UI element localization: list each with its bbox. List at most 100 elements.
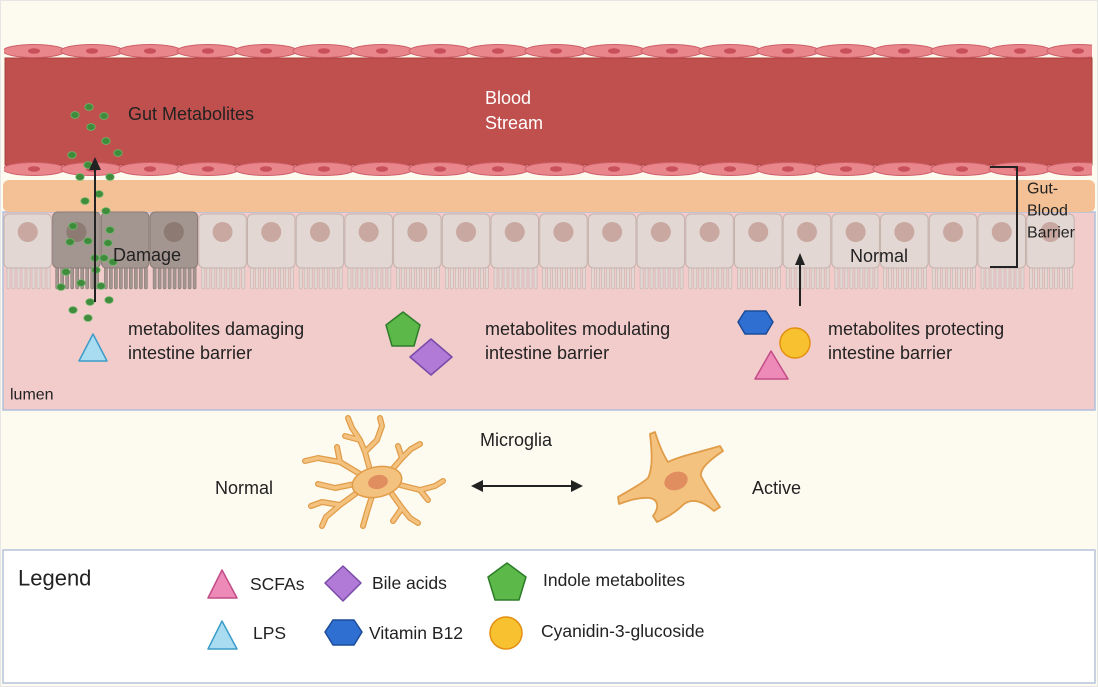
lumen-label: lumen xyxy=(10,387,54,404)
epithelial-cell xyxy=(734,213,783,290)
epithelial-nucleus xyxy=(17,222,38,242)
legend-lps-triangle-icon xyxy=(207,620,238,650)
epithelial-nucleus xyxy=(553,222,574,242)
epithelial-nucleus xyxy=(163,222,184,242)
epithelial-nucleus xyxy=(699,222,720,242)
modulating-group-label-line1: metabolites modulating xyxy=(485,319,670,339)
endothelial-nucleus xyxy=(144,166,156,172)
double-headed-arrow xyxy=(471,480,583,492)
vitamin-b12-hexagon-icon xyxy=(737,310,774,335)
endothelial-nucleus xyxy=(956,48,968,54)
epithelial-nucleus xyxy=(309,222,330,242)
epithelial-cell-layer xyxy=(3,211,1075,290)
endothelial-nucleus xyxy=(840,166,852,172)
legend-box xyxy=(2,549,1096,684)
legend-indole-pentagon-icon xyxy=(487,562,527,601)
gut-metabolite-dot xyxy=(96,282,106,290)
epithelial-cell xyxy=(782,213,832,290)
endothelial-nucleus xyxy=(202,48,214,54)
damaged-epithelial-cell xyxy=(149,211,199,290)
legend-cyanidin-circle-icon xyxy=(489,616,523,650)
endothelial-nucleus xyxy=(1072,166,1084,172)
gut-blood-barrier-bracket xyxy=(990,166,1018,268)
epithelial-cell xyxy=(977,213,1026,290)
endothelial-nucleus xyxy=(28,48,40,54)
gut-metabolite-dot xyxy=(108,258,118,266)
damaging-group-label-line1: metabolites damaging xyxy=(128,319,304,339)
protecting-group-label-line1: metabolites protecting xyxy=(828,319,1004,339)
epithelial-cell-body xyxy=(100,211,150,269)
gut-metabolite-dot xyxy=(75,173,85,181)
gut-metabolite-dot xyxy=(94,190,104,198)
epithelial-nucleus xyxy=(212,222,233,242)
gut-metabolite-dot xyxy=(76,279,86,287)
gut-metabolite-dot xyxy=(83,314,93,322)
gut-metabolite-dot xyxy=(103,239,113,247)
ramified-microglia-nucleus xyxy=(368,474,388,490)
epithelial-nucleus xyxy=(943,222,964,242)
endothelial-nucleus xyxy=(550,48,562,54)
normal-barrier-arrow xyxy=(795,253,805,306)
epithelial-nucleus xyxy=(991,222,1012,242)
epithelial-nucleus xyxy=(748,222,769,242)
epithelial-cell xyxy=(3,213,52,290)
endothelial-nucleus xyxy=(956,166,968,172)
endothelial-nucleus xyxy=(434,166,446,172)
endothelial-nucleus xyxy=(898,166,910,172)
legend-label-lps: LPS xyxy=(253,623,286,643)
epithelium-normal-label: Normal xyxy=(850,246,908,266)
endothelial-nucleus xyxy=(608,166,620,172)
endothelial-nucleus xyxy=(492,48,504,54)
gut-metabolite-dot xyxy=(99,254,109,262)
epithelial-cell xyxy=(831,213,880,290)
modulating-group-label-line2: intestine barrier xyxy=(485,343,609,363)
endothelial-nucleus xyxy=(1072,48,1084,54)
gut-metabolite-dot xyxy=(83,237,93,245)
endothelial-nucleus xyxy=(608,48,620,54)
endothelial-cell xyxy=(1046,162,1092,176)
endothelial-nucleus xyxy=(202,166,214,172)
gut-blood-barrier-label-line3: Barrier xyxy=(1027,225,1076,242)
endothelial-nucleus xyxy=(666,166,678,172)
gut-metabolite-dot xyxy=(67,151,77,159)
epithelial-cell xyxy=(685,213,734,290)
endothelial-nucleus xyxy=(260,166,272,172)
blood-stream-label-line1: Blood xyxy=(485,88,531,108)
gut-metabolite-dot xyxy=(99,112,109,120)
epithelial-cell xyxy=(636,213,686,290)
endothelium-top-row xyxy=(4,44,1092,58)
barrier-band xyxy=(3,180,1095,212)
legend-label-indole: Indole metabolites xyxy=(543,570,685,590)
legend: Legend SCFAs Bile acids Indole metabolit… xyxy=(2,549,1096,684)
gut-metabolite-dot xyxy=(101,207,111,215)
endothelial-nucleus xyxy=(782,48,794,54)
epithelial-nucleus xyxy=(456,222,477,242)
endothelium-bottom-row xyxy=(4,162,1092,176)
blood-stream-label-line2: Stream xyxy=(485,113,543,133)
legend-scfa-triangle-icon xyxy=(207,569,238,599)
scfa-triangle-icon xyxy=(754,350,789,380)
protecting-group-label-line2: intestine barrier xyxy=(828,343,952,363)
gut-metabolite-dot xyxy=(61,268,71,276)
amoeboid-microglia-nucleus xyxy=(664,471,688,491)
gut-metabolite-dot xyxy=(70,111,80,119)
legend-title: Legend xyxy=(18,566,91,591)
indole-pentagon-icon xyxy=(385,311,421,347)
epithelial-cell xyxy=(587,213,637,290)
gut-metabolite-dot xyxy=(80,197,90,205)
damage-label: Damage xyxy=(113,245,181,265)
epithelial-cell xyxy=(344,213,393,290)
legend-bile-acid-diamond-icon xyxy=(324,565,362,602)
blood-vessel xyxy=(4,57,1093,166)
legend-label-vitamin-b12: Vitamin B12 xyxy=(369,623,463,643)
endothelial-nucleus xyxy=(318,48,330,54)
epithelial-cell xyxy=(880,213,929,290)
gut-metabolite-dot xyxy=(85,298,95,306)
endothelial-nucleus xyxy=(318,166,330,172)
legend-label-scfas: SCFAs xyxy=(250,574,305,594)
endothelial-nucleus xyxy=(550,166,562,172)
epithelial-cell xyxy=(441,213,491,290)
endothelial-nucleus xyxy=(492,166,504,172)
endothelial-cell xyxy=(1046,44,1092,58)
